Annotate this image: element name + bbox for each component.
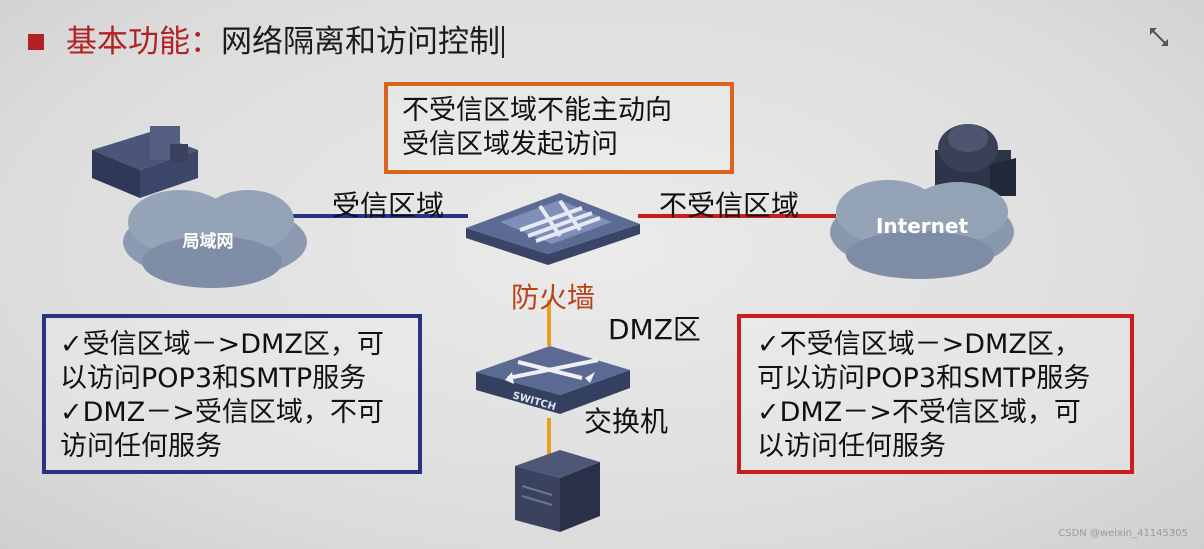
trusted-rules-box: ✓受信区域－>DMZ区，可 以访问POP3和SMTP服务 ✓DMZ－>受信区域，… bbox=[42, 314, 422, 474]
dmz-label: DMZ区 bbox=[608, 313, 701, 346]
trusted-rules-text: ✓受信区域－>DMZ区，可 以访问POP3和SMTP服务 ✓DMZ－>受信区域，… bbox=[60, 329, 384, 462]
switch-icon bbox=[476, 346, 630, 414]
lan-computer-icon bbox=[92, 126, 198, 198]
top-note-box: 不受信区域不能主动向 受信区域发起访问 bbox=[384, 82, 734, 174]
untrusted-zone-label: 不受信区域 bbox=[659, 189, 800, 222]
internet-cloud-label: Internet bbox=[876, 214, 968, 238]
expand-icon[interactable] bbox=[1148, 26, 1170, 48]
text-cursor bbox=[502, 26, 504, 58]
watermark: CSDN @weixin_41145305 bbox=[1058, 528, 1188, 539]
internet-cloud-icon bbox=[830, 180, 1014, 279]
title-prefix: 基本功能： bbox=[66, 24, 221, 60]
server-icon bbox=[515, 450, 600, 532]
lan-cloud-icon bbox=[123, 190, 307, 288]
untrusted-rules-text: ✓不受信区域－>DMZ区， 可以访问POP3和SMTP服务 ✓DMZ－>不受信区… bbox=[757, 329, 1091, 462]
firewall-icon bbox=[466, 193, 640, 265]
untrusted-rules-box: ✓不受信区域－>DMZ区， 可以访问POP3和SMTP服务 ✓DMZ－>不受信区… bbox=[737, 314, 1134, 474]
switch-label: 交换机 bbox=[584, 405, 669, 438]
firewall-label: 防火墙 bbox=[511, 281, 596, 314]
top-note-text: 不受信区域不能主动向 受信区域发起访问 bbox=[402, 95, 672, 160]
title-main: 网络隔离和访问控制 bbox=[221, 24, 500, 60]
lan-cloud-label: 局域网 bbox=[183, 231, 234, 252]
trusted-zone-label: 受信区域 bbox=[332, 189, 445, 222]
title-bullet bbox=[28, 34, 44, 50]
slide-title: 基本功能： 网络隔离和访问控制 bbox=[28, 22, 504, 62]
